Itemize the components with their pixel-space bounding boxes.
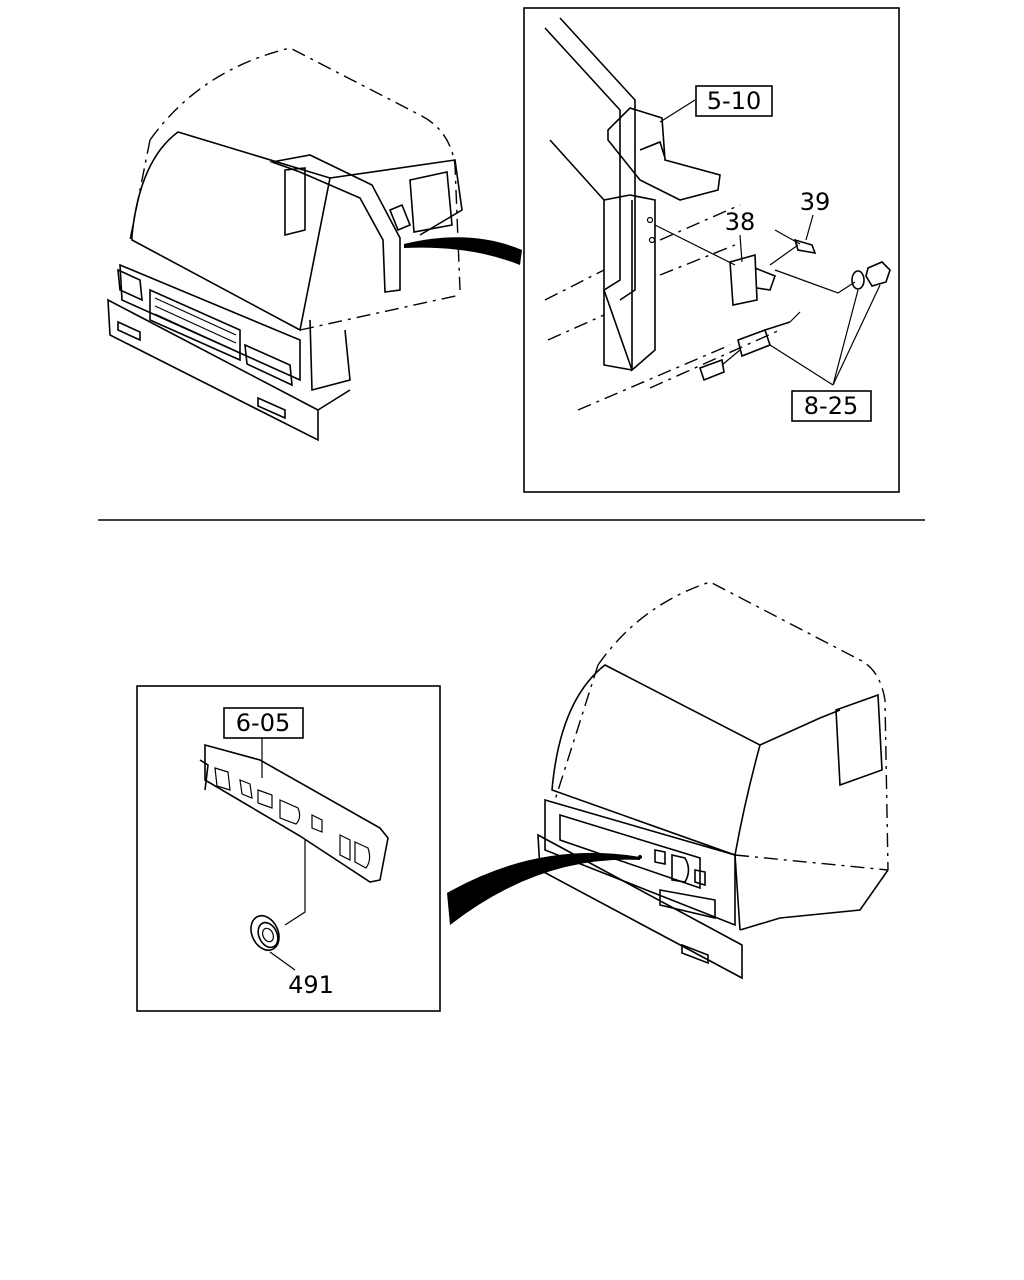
bottom-detail-panel: 6-05 491 [136,685,441,1012]
ref-8-25-label: 8-25 [804,392,858,420]
ref-8-25-box [791,390,872,422]
top-detail-panel: 5-10 38 39 8-25 [523,7,900,493]
ref-6-05-box [223,707,304,739]
top-cab-drawing [107,47,522,442]
ref-6-05-label: 6-05 [236,709,290,737]
bottom-cab-drawing [447,581,889,980]
part-38-label: 38 [725,208,756,236]
part-39-label: 39 [800,188,831,216]
part-491-label: 491 [288,971,334,999]
ref-5-10-label: 5-10 [707,87,761,115]
ref-5-10-box [695,85,773,117]
